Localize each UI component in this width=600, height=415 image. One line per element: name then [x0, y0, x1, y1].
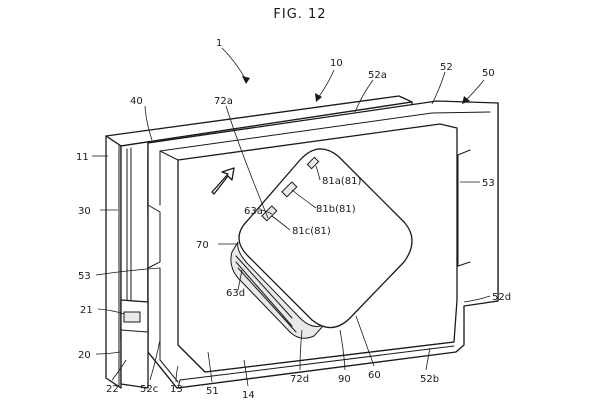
leader-90 [339, 329, 346, 371]
ref-1-arrow [221, 47, 250, 84]
rounded-device [230, 148, 413, 339]
ref-label-60: 60 [368, 370, 381, 381]
ref-label-52: 52 [440, 62, 453, 73]
port-81a [306, 156, 320, 170]
ref-1-arrowhead [242, 76, 250, 84]
tray-inner-rim-top [159, 111, 491, 152]
ref-label-10: 10 [330, 58, 343, 69]
tray-left-notch [147, 204, 161, 269]
ref-label-81a: 81a(81) [322, 176, 361, 187]
ref-label-52d: 52d [492, 292, 511, 303]
figure-title: FIG. 12 [273, 7, 326, 22]
tray-front-lip [177, 345, 455, 389]
controller-button [123, 311, 141, 323]
tray-wall-edge-3 [177, 344, 206, 373]
leader-53-left [95, 267, 161, 276]
ref-50-arrowhead [462, 96, 470, 104]
port-81c [261, 205, 278, 222]
base-front-face [105, 135, 122, 389]
reference-labels: 1 10 52a 52 50 40 72a 11 81a(81) 53 81b(… [76, 38, 511, 401]
ref-label-21: 21 [80, 305, 93, 316]
ref-label-30: 30 [78, 206, 91, 217]
ref-label-11: 11 [76, 152, 89, 163]
ref-label-90: 90 [338, 374, 351, 385]
ref-50-arrow [462, 79, 485, 104]
ref-label-13: 13 [170, 384, 183, 395]
ref-label-70: 70 [196, 240, 209, 251]
leader-81c [271, 215, 291, 231]
ref-label-52c: 52c [140, 384, 158, 395]
tray-wall-edge-4 [204, 341, 455, 373]
leader-20 [95, 351, 121, 355]
leader-72a [225, 105, 269, 219]
ref-label-72d: 72d [290, 374, 309, 385]
insertion-arrow-shape [211, 167, 235, 195]
ref-10-arrowhead [315, 93, 322, 102]
ref-label-63d: 63d [226, 288, 245, 299]
device-top-face [238, 148, 413, 329]
device-layer-line-1 [235, 255, 293, 319]
leader-81b [291, 189, 317, 209]
ref-label-63a: 63a [244, 206, 263, 217]
insertion-arrow-icon [211, 167, 235, 195]
base-device [105, 95, 413, 389]
device-side-thickness [230, 241, 325, 339]
ref-10-arrow [315, 69, 335, 102]
leader-52a [354, 79, 374, 113]
ref-label-52a: 52a [368, 70, 387, 81]
tray-wall-edge-1 [159, 150, 179, 161]
leader-21 [97, 308, 125, 315]
ref-label-14: 14 [242, 390, 255, 401]
leader-52 [431, 71, 446, 105]
ref-label-20: 20 [78, 350, 91, 361]
leader-40 [144, 105, 153, 141]
tray-right-notch [457, 149, 471, 267]
leader-81a [315, 165, 321, 181]
leader-lines [91, 71, 491, 387]
ref-label-72a: 72a [214, 96, 233, 107]
port-81b [281, 181, 298, 198]
leader-51 [207, 351, 213, 383]
leader-72d [299, 329, 303, 371]
ref-label-50: 50 [482, 68, 495, 79]
ref-10-curve [317, 69, 335, 99]
side-controller [120, 299, 149, 389]
leader-63d [237, 269, 243, 291]
device-layer-line-3 [237, 267, 297, 333]
ref-label-52b: 52b [420, 374, 439, 385]
ref-label-22: 22 [106, 384, 119, 395]
controller-seam [120, 329, 149, 333]
leader-52b [425, 347, 431, 371]
leader-52c [149, 339, 161, 381]
leader-14 [243, 359, 249, 387]
ref-label-81b: 81b(81) [316, 204, 356, 215]
ref-label-53-left: 53 [78, 271, 91, 282]
ref-label-51: 51 [206, 386, 219, 397]
leader-13 [175, 365, 179, 383]
ref-50-curve [465, 79, 485, 101]
leader-22 [111, 359, 127, 381]
leader-60 [355, 315, 375, 367]
ref-label-1: 1 [216, 38, 222, 49]
ref-label-53-right: 53 [482, 178, 495, 189]
ref-label-81c: 81c(81) [292, 226, 331, 237]
ref-label-40: 40 [130, 96, 143, 107]
tray-wall-edge-7 [159, 359, 179, 383]
device-layer-line-2 [235, 261, 293, 327]
ref-1-curve [221, 47, 247, 81]
leader-63a [261, 209, 273, 215]
leader-52d [463, 295, 491, 303]
